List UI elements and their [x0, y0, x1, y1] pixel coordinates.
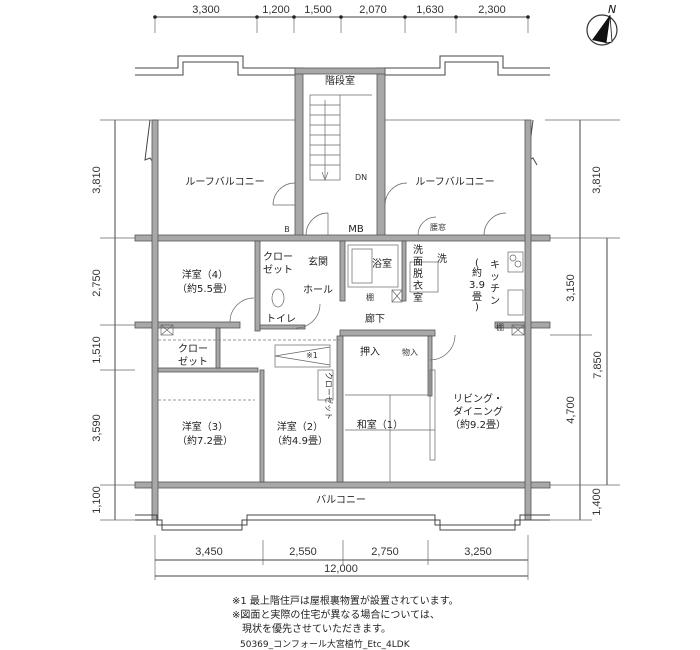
dim-bottom-4: 3,250: [464, 546, 492, 558]
dim-left-2: 2,750: [91, 269, 103, 297]
kitchen-size-5: ): [475, 302, 479, 313]
kitchen-shelf-label: 棚: [496, 322, 504, 332]
western-room-2-label: 洋室（2）: [277, 420, 323, 433]
roof-balcony-left-label: ルーフバルコニー: [185, 176, 264, 188]
note-line-2: ※図面と実際の住宅が異なる場合については、: [232, 610, 440, 621]
monoire-label: 物入: [402, 347, 418, 357]
kitchen-size-4: 畳: [472, 291, 482, 303]
dim-left-4: 3,590: [91, 414, 103, 442]
shelf-label: 棚: [366, 292, 374, 302]
corridor-label: 廊下: [365, 312, 385, 325]
dim-right-4: 4,700: [565, 396, 577, 424]
kitchen-char-1: キ: [490, 260, 500, 271]
dim-bottom-2: 2,550: [289, 546, 317, 558]
dim-top-2: 1,200: [262, 4, 290, 16]
mb-label: MB: [348, 224, 364, 235]
dim-bottom-1: 3,450: [195, 546, 223, 558]
dim-top-5: 1,630: [416, 4, 444, 16]
dim-top-6: 2,300: [478, 4, 506, 16]
koshimado-label: 腰窓: [430, 222, 446, 232]
closet-mid-label-2: ゼット: [178, 356, 208, 368]
western-room-4-label: 洋室（4）: [182, 268, 228, 281]
washroom-char-3: 脱: [413, 267, 423, 280]
top-dimension-line: 3,300 1,200 1,500 2,070 1,630 2,300: [153, 4, 530, 33]
washer-label: 洗: [437, 253, 447, 265]
bottom-dimension-line: 3,450 2,550 2,750 3,250 12,000: [154, 535, 529, 580]
small-closet-label: クローゼット: [324, 372, 334, 420]
entrance-label: 玄関: [308, 255, 328, 268]
western-room-4-size: （約5.5畳）: [177, 282, 233, 295]
dim-right-1: 3,810: [591, 166, 603, 194]
oshiire-label: 押入: [360, 345, 380, 358]
living-size: （約9.2畳）: [450, 418, 506, 431]
bottom-balcony: バルコニー: [135, 494, 550, 531]
bath-label: 浴室: [372, 257, 392, 270]
toilet-label: トイレ: [266, 314, 296, 325]
note1-mark: ※1: [306, 351, 318, 360]
kitchen-size-3: 3.9: [469, 280, 485, 291]
dim-left-5: 1,100: [91, 486, 103, 514]
north-compass-icon: N: [586, 3, 618, 46]
kitchen-char-4: ン: [490, 296, 500, 307]
washroom-char-1: 洗: [413, 244, 423, 256]
closet-top-label-1: クロー: [263, 251, 293, 263]
dim-top-4: 2,070: [359, 4, 387, 16]
kitchen-size-1: (: [475, 258, 479, 269]
b-label: B: [284, 225, 290, 234]
roof-balcony-right-label: ルーフバルコニー: [415, 176, 494, 188]
dim-right-2: 3,150: [565, 274, 577, 302]
left-dimension-line: 3,810 2,750 1,510 3,590 1,100: [91, 119, 140, 521]
kitchen-char-2: ッ: [490, 272, 500, 283]
kitchen-size-2: 約: [472, 266, 482, 279]
western-room-2-size: （約4.9畳）: [272, 434, 328, 447]
hall-label: ホール: [303, 284, 333, 296]
stairwell: 階段室 DN: [294, 67, 386, 239]
doors: [229, 182, 507, 361]
dim-left-3: 1,510: [91, 336, 103, 364]
right-dimension-line: 3,810 3,150 7,850 4,700 1,400: [545, 119, 620, 521]
compass-north-label: N: [608, 3, 616, 16]
closet-mid-label-1: クロー: [178, 343, 208, 355]
kitchen-char-3: チ: [490, 283, 500, 295]
dining-label: ダイニング: [453, 405, 503, 418]
dim-left-1: 3,810: [91, 166, 103, 194]
western-room-3-label: 洋室（3）: [182, 420, 228, 433]
note-line-1: ※1 最上階住戸は屋根裏物置が設置されています。: [232, 596, 459, 607]
balcony-label: バルコニー: [316, 494, 366, 506]
dim-bottom-3: 2,750: [371, 546, 399, 558]
down-label: DN: [355, 173, 367, 182]
plan-id-footer: 50369_コンフォール大宮植竹_Etc_4LDK: [240, 640, 410, 650]
dim-top-1: 3,300: [192, 4, 220, 16]
dim-top-3: 1,500: [304, 4, 332, 16]
closet-top-label-2: ゼット: [263, 264, 293, 276]
washroom-char-5: 室: [413, 291, 423, 304]
western-room-3-size: （約7.2畳）: [177, 434, 233, 447]
dim-right-5: 1,400: [591, 488, 603, 516]
dim-total: 12,000: [324, 563, 358, 575]
washroom-char-4: 衣: [413, 279, 423, 292]
washroom-char-2: 面: [413, 257, 423, 268]
living-label: リビング・: [453, 392, 503, 405]
washitsu-label: 和室（1）: [357, 418, 403, 431]
fixtures: [158, 244, 525, 482]
note-line-3: 現状を優先させていただきます。: [232, 624, 391, 635]
dim-right-3: 7,850: [592, 351, 604, 379]
stairwell-label: 階段室: [325, 74, 355, 87]
